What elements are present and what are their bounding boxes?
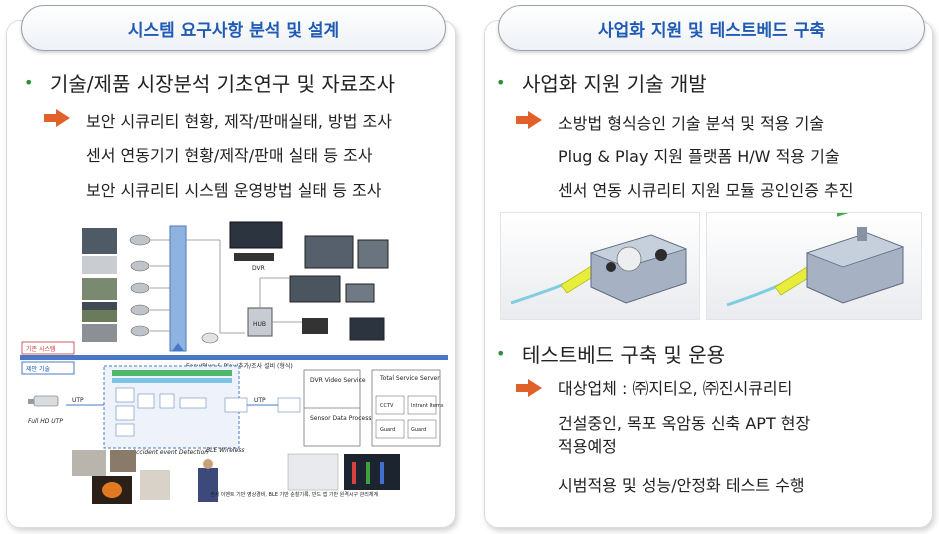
right-header: 사업화 지원 및 테스트베드 구축 [498,5,925,51]
right-item-2: Plug & Play 지원 플랫폼 H/W 적용 기술 [558,147,840,166]
right-item2-1: 대상업체 : ㈜지티오, ㈜진시큐리티 [558,379,793,398]
right-item2-2: 건설중인, 목포 옥암동 신축 APT 현장 적용예정 [558,414,811,456]
hardware-photo-1 [500,212,700,320]
hardware-photo-2 [706,193,922,320]
tag-proposed: 제안 기술 [26,365,50,373]
arrow-right-icon [516,379,542,397]
hub-label: HUB [253,321,266,328]
cctv-box: CCTV [380,403,394,409]
system-diagram: DVR HUB 기존 시스템 제안 기술 Easy/Plug & Play/추가… [20,221,448,504]
camera-photos [82,228,117,342]
guard-box-1: Guard [380,427,395,433]
right-item-3: 센서 연동 시큐리티 지원 모듈 공인인증 추진 [558,181,854,200]
left-bullet: • 기술/제품 시장분석 기초연구 및 자료조사 [24,68,395,97]
bullet-dot-icon: • [496,73,506,92]
left-item-2: 센서 연동기기 현황/제작/판매 실태 등 조사 [86,146,373,165]
diagram-caption: 센서 이벤트 기반 영상경비, BLE 기반 순찰기록, 반드 앱 기반 원격시… [210,491,378,498]
left-header: 시스템 요구사항 분석 및 설계 [21,5,446,51]
left-item-1: 보안 시큐리티 현황, 제작/판매실태, 방법 조사 [86,112,392,131]
sensor-data-box: Sensor Data Processing [310,415,381,422]
right-item-1: 소방법 형식승인 기술 분석 및 적용 기술 [558,114,825,133]
total-service-box: Total Service Server [379,375,440,382]
right-bullet-2-text: 테스트베드 구축 및 운용 [522,343,726,367]
left-bullet-text: 기술/제품 시장분석 기초연구 및 자료조사 [50,72,395,96]
right-bullet-2: • 테스트베드 구축 및 운용 [496,339,725,368]
right-bullet-1: • 사업화 지원 기술 개발 [496,68,707,97]
utp-label-1: UTP [72,397,84,404]
bullet-dot-icon: • [496,344,506,363]
left-item-3: 보안 시큐리티 시스템 운영방법 실태 등 조사 [86,181,382,200]
utp-label-2: UTP [254,397,266,404]
tag-existing: 기존 시스템 [26,345,56,353]
ble-label: BLE Wireless [206,447,245,454]
accident-label: Accident event Detection [131,449,208,456]
dvr-label: DVR [252,265,265,272]
right-item2-3: 시범적용 및 성능/안정화 테스트 수행 [558,476,805,495]
dvr-service-box: DVR Video Service [310,377,366,384]
arrow-right-icon [516,111,542,129]
fullhd-label: Full HD UTP [28,418,63,425]
right-bullet-1-text: 사업화 지원 기술 개발 [522,72,707,96]
arrow-right-icon [44,109,70,127]
cctv-camera-icon [28,395,59,407]
guard-box-2: Guard [411,427,426,433]
intrant-box: Intrant Items [411,403,444,409]
bullet-dot-icon: • [24,73,34,92]
